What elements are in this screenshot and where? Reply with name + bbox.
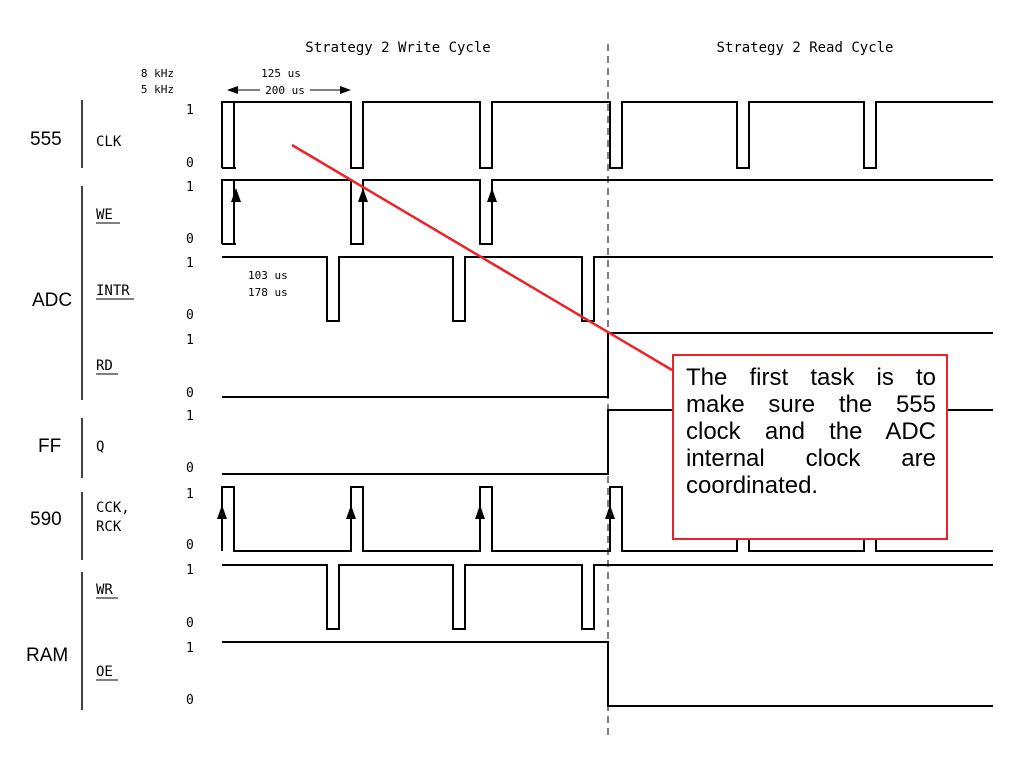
rd-waveform: [222, 332, 993, 398]
level-low: 0: [186, 538, 194, 553]
level-low: 0: [186, 156, 194, 171]
signal-label-intr: INTR: [96, 283, 130, 299]
clock-frequency-5khz: 5 kHz: [141, 83, 174, 96]
callout-text: The first task is to make sure the 555 c…: [686, 364, 936, 499]
level-low: 0: [186, 693, 194, 708]
clk-waveform: [222, 101, 993, 169]
clock-period-200us: 200 us: [265, 84, 305, 97]
we-edge-arrow: [231, 188, 241, 202]
level-labels: 1 0 1 0 1 0 1 0 1 0 1 0 1 0 1 0: [186, 103, 194, 708]
edge-arrows: [217, 188, 615, 519]
level-high: 1: [186, 563, 194, 578]
level-high: 1: [186, 103, 194, 118]
group-label-ram: RAM: [26, 645, 68, 666]
level-low: 0: [186, 386, 194, 401]
cck-rck-waveform: [221, 486, 993, 552]
wr-waveform: [222, 564, 993, 630]
signal-label-cck: CCK,: [96, 500, 130, 516]
level-high: 1: [186, 256, 194, 271]
signal-label-oe: OE: [96, 664, 113, 680]
signal-label-clk: CLK: [96, 134, 122, 150]
clock-period-125us: 125 us: [261, 67, 301, 80]
group-label-ff: FF: [38, 436, 61, 457]
signal-label-q: Q: [96, 439, 104, 455]
level-high: 1: [186, 180, 194, 195]
intr-note-103us: 103 us: [248, 269, 288, 282]
level-high: 1: [186, 333, 194, 348]
callout-pointer-line: [291, 143, 673, 372]
signal-label-wr: WR: [96, 582, 113, 598]
intr-note-178us: 178 us: [248, 286, 288, 299]
level-high: 1: [186, 487, 194, 502]
intr-waveform: [222, 256, 993, 322]
oe-waveform: [222, 641, 993, 707]
signal-label-we: WE: [96, 207, 113, 223]
we-waveform: [222, 179, 993, 245]
level-low: 0: [186, 461, 194, 476]
level-low: 0: [186, 232, 194, 247]
we-edge-arrow: [487, 188, 497, 202]
cck-edge-arrow: [346, 505, 356, 519]
level-low: 0: [186, 308, 194, 323]
period-arrow-left-head: [227, 86, 238, 94]
we-edge-arrow: [358, 188, 368, 202]
level-high: 1: [186, 641, 194, 656]
level-high: 1: [186, 409, 194, 424]
level-low: 0: [186, 616, 194, 631]
group-label-590: 590: [30, 509, 62, 530]
cck-edge-arrow: [605, 505, 615, 519]
read-cycle-header: Strategy 2 Read Cycle: [716, 40, 893, 56]
group-label-adc: ADC: [32, 290, 72, 311]
write-cycle-header: Strategy 2 Write Cycle: [305, 40, 490, 56]
signal-label-rck: RCK: [96, 519, 122, 535]
period-arrow-right-head: [340, 86, 351, 94]
cck-edge-arrow: [217, 505, 227, 519]
group-label-555: 555: [30, 129, 62, 150]
callout-box: The first task is to make sure the 555 c…: [672, 354, 948, 540]
cck-edge-arrow: [475, 505, 485, 519]
clock-frequency-8khz: 8 kHz: [141, 67, 174, 80]
signal-label-rd: RD: [96, 358, 113, 374]
